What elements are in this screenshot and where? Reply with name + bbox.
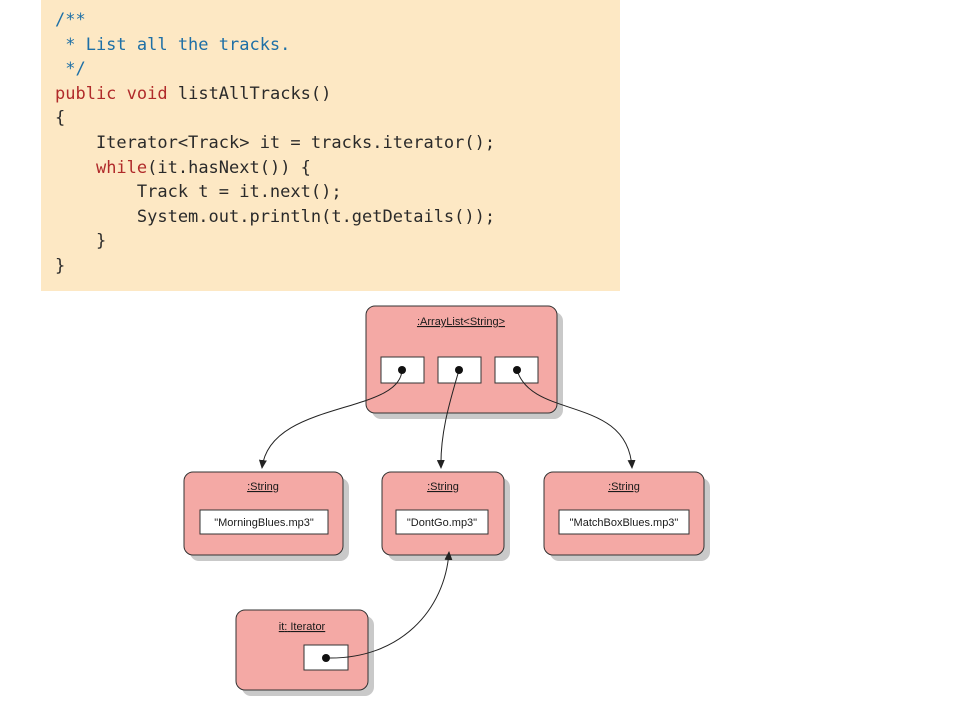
arraylist-title: :ArrayList<String>	[417, 316, 505, 328]
code-line: {	[55, 106, 65, 130]
code-text: }	[55, 231, 107, 252]
string-value-2: "MatchBoxBlues.mp3"	[570, 517, 679, 529]
code-comment: */	[55, 59, 86, 80]
string-title-2: :String	[608, 481, 640, 493]
code-text: Track t = it.next();	[55, 182, 342, 203]
code-keyword: while	[95, 157, 148, 178]
code-line: Iterator<Track> it = tracks.iterator();	[55, 131, 495, 155]
code-line: while(it.hasNext()) {	[55, 156, 311, 180]
code-line: public void listAllTracks()	[55, 82, 331, 106]
code-line: * List all the tracks.	[55, 33, 290, 57]
string-object-dontgo: :String "DontGo.mp3"	[381, 471, 510, 561]
code-text: listAllTracks()	[167, 83, 332, 104]
code-text: System.out.println(t.getDetails());	[55, 206, 496, 227]
code-line: }	[55, 254, 65, 278]
reference-arrow-slot2-to-matchboxblues	[516, 369, 636, 469]
code-comment: * List all the tracks.	[55, 34, 291, 55]
string-title-0: :String	[247, 481, 279, 493]
code-panel: /** * List all the tracks. */public void…	[41, 0, 620, 291]
arraylist-object: :ArrayList<String>	[365, 305, 563, 419]
code-comment: /**	[55, 10, 86, 30]
code-line: Track t = it.next();	[55, 180, 342, 204]
code-text: (it.hasNext()) {	[147, 157, 311, 178]
reference-arrow-iterator-to-dontgo	[325, 551, 453, 659]
code-text: {	[55, 108, 66, 129]
reference-arrow-slot0-to-morningblues	[258, 369, 403, 469]
iterator-title: it: Iterator	[279, 621, 326, 633]
reference-dot-slot0	[398, 366, 406, 374]
code-text: }	[55, 256, 66, 276]
code-line: /**	[55, 8, 86, 32]
code-keyword: void	[126, 83, 168, 104]
code-line: */	[55, 57, 86, 81]
arraylist-slot-2	[494, 356, 539, 384]
string-title-1: :String	[427, 481, 459, 493]
code-text: Iterator<Track> it = tracks.iterator();	[55, 133, 496, 153]
string-value-1: "DontGo.mp3"	[407, 517, 477, 529]
string-value-0: "MorningBlues.mp3"	[214, 517, 314, 529]
code-line: }	[55, 229, 106, 253]
string-object-matchboxblues: :String "MatchBoxBlues.mp3"	[543, 471, 710, 561]
reference-dot-iterator	[322, 654, 330, 662]
string-object-morningblues: :String "MorningBlues.mp3"	[183, 471, 349, 561]
reference-dot-slot2	[513, 366, 521, 374]
code-keyword: public	[55, 83, 117, 104]
reference-dot-slot1	[455, 366, 463, 374]
iterator-object: it: Iterator	[235, 609, 374, 696]
reference-arrow-slot1-to-dontgo	[436, 369, 460, 469]
code-line: System.out.println(t.getDetails());	[55, 205, 495, 229]
